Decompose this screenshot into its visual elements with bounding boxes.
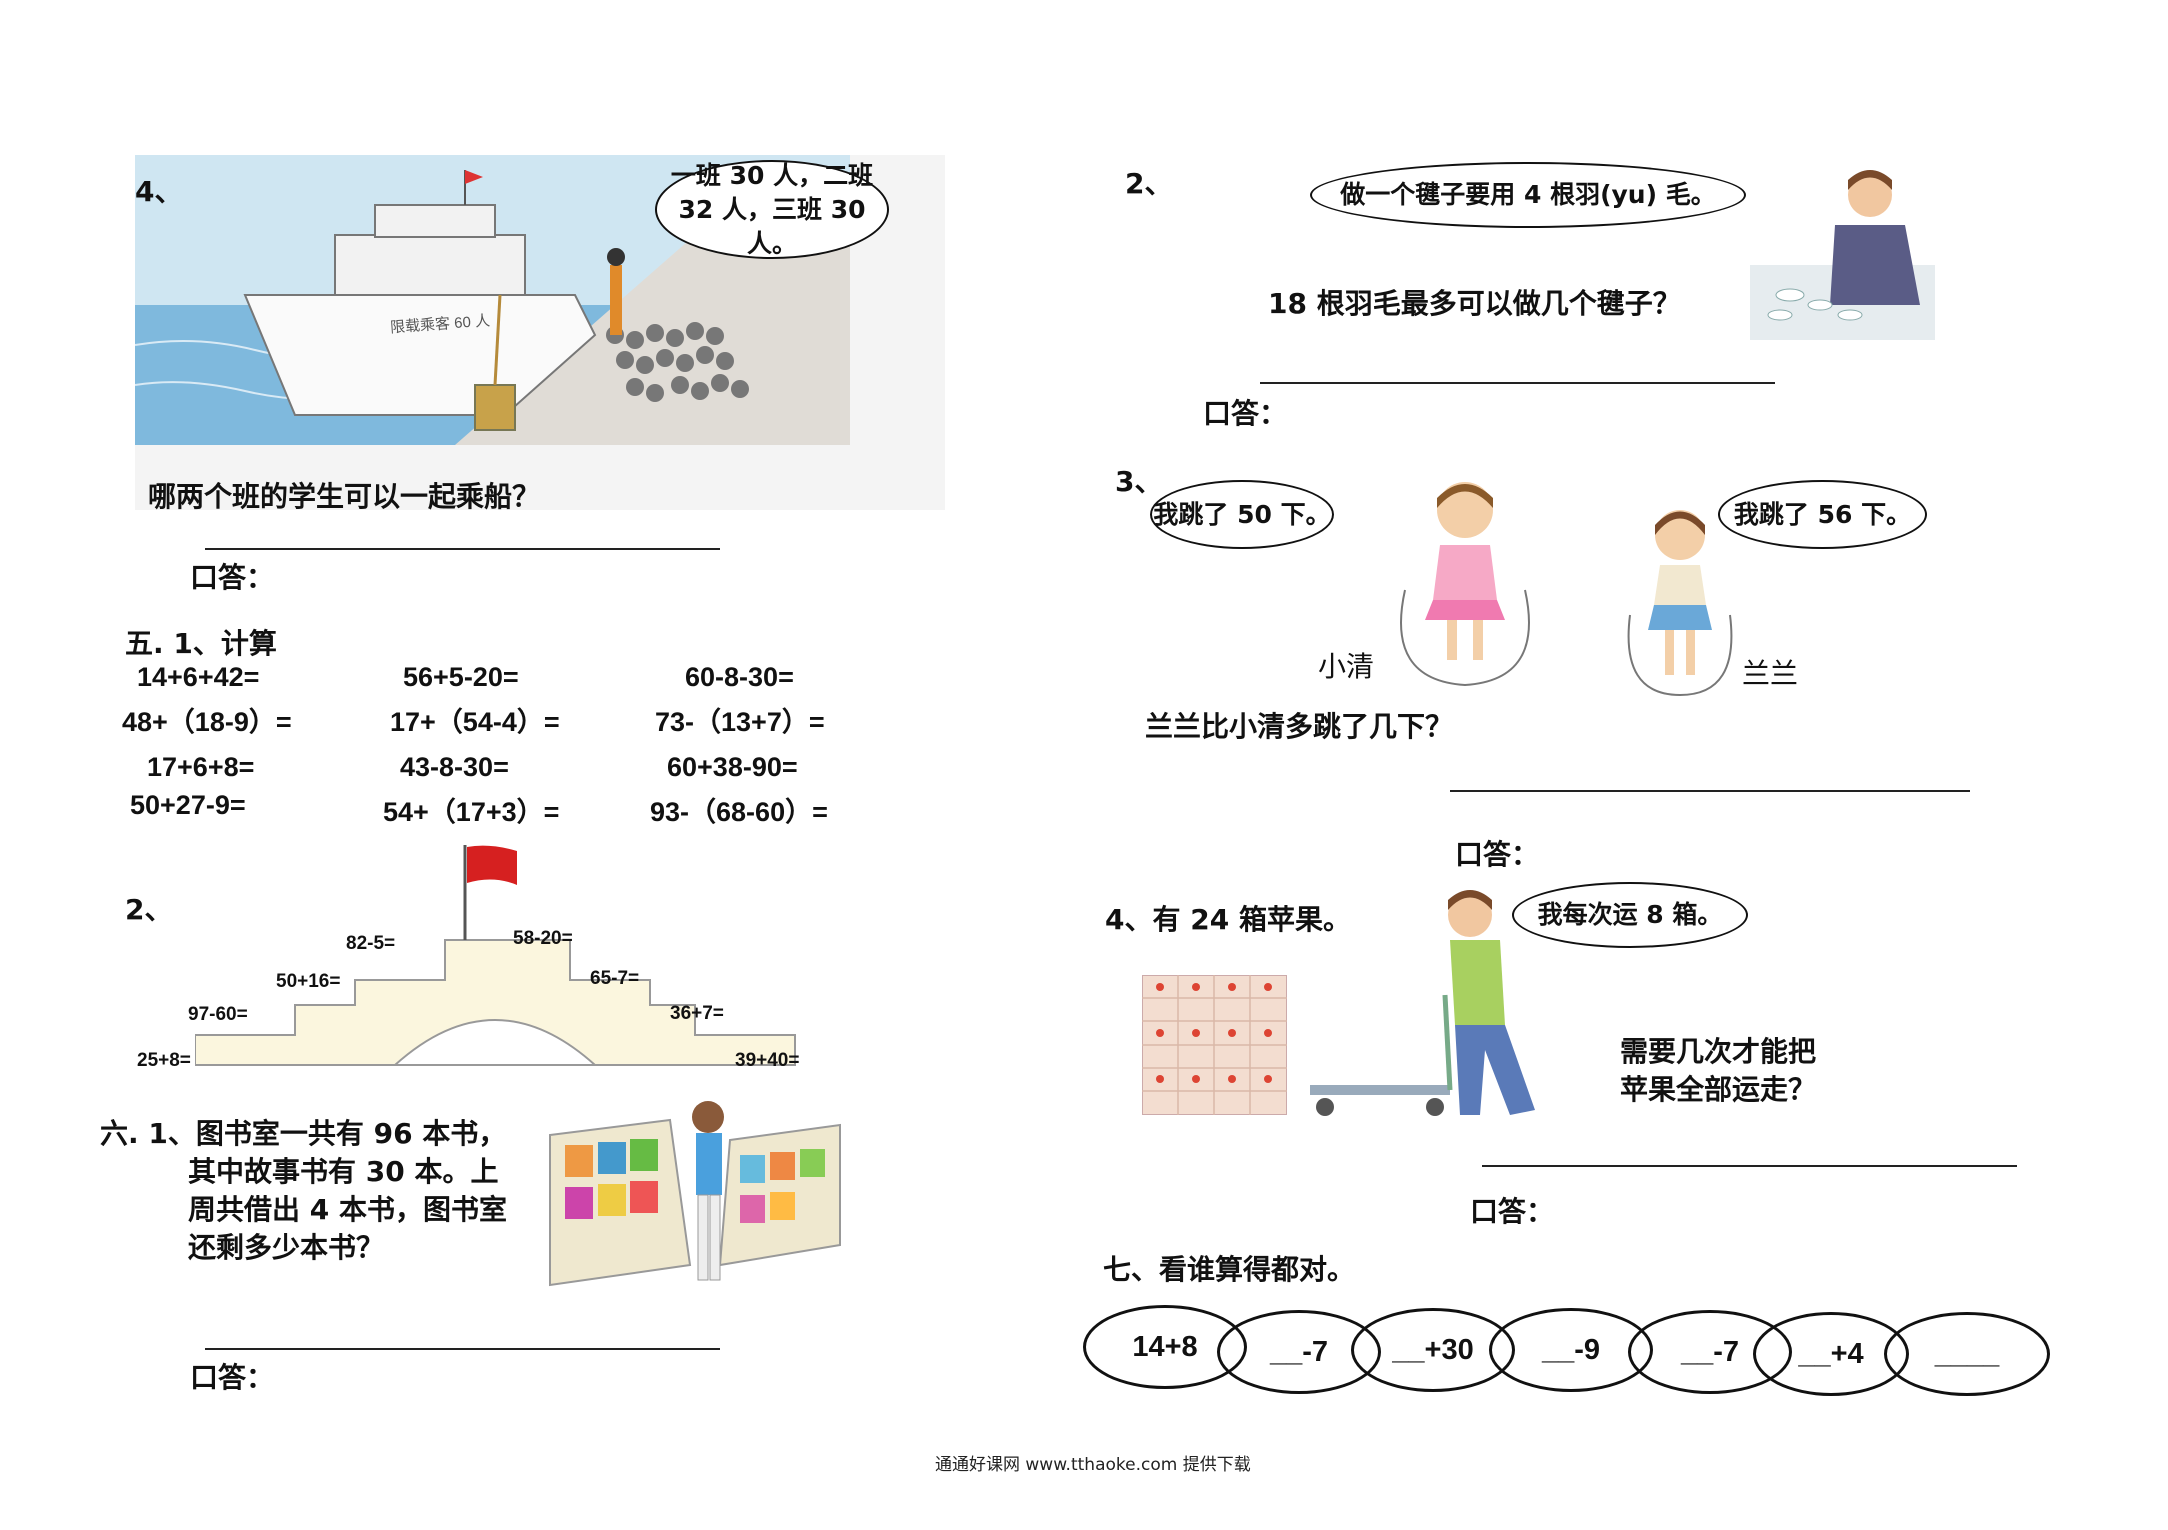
bridge-label: 25+8= <box>137 1050 191 1071</box>
name-label: 兰兰 <box>1742 657 1799 690</box>
answer-line <box>1450 790 1970 792</box>
bridge-label: 39+40= <box>735 1050 800 1071</box>
section-title: 五. 1、计算 <box>125 627 277 660</box>
bubble-line: 一班 30 人，二班 <box>670 160 874 190</box>
problem-line: 其中故事书有 30 本。上 <box>188 1155 499 1188</box>
answer-label: 口答： <box>190 561 275 594</box>
chain-ellipse[interactable]: __-7 <box>1628 1310 1792 1394</box>
bridge-label: 50+16= <box>276 971 341 992</box>
answer-label: 口答： <box>1455 838 1540 871</box>
bubble-line: 32 人，三班 30 人。 <box>678 194 866 258</box>
answer-line <box>205 548 720 550</box>
speech-bubble: 我每次运 8 箱。 <box>1512 882 1748 948</box>
bridge-illustration <box>194 845 835 1075</box>
answer-label: 口答： <box>190 1361 275 1394</box>
name-label: 小清 <box>1318 650 1375 683</box>
calc-item: 60+38-90= <box>667 752 798 782</box>
calc-item: 48+（18-9）= <box>122 707 292 737</box>
problem-line: 周共借出 4 本书，图书室 <box>188 1193 507 1226</box>
bridge-label: 36+7= <box>670 1003 724 1024</box>
bridge-label: 58-20= <box>513 928 573 949</box>
calc-item: 60-8-30= <box>685 662 794 692</box>
question-text: 需要几次才能把 <box>1620 1035 1817 1068</box>
speech-bubble: 我跳了 50 下。 <box>1150 480 1334 549</box>
answer-line <box>1260 382 1775 384</box>
problem-line: 还剩多少本书？ <box>188 1231 385 1264</box>
calc-item: 14+6+42= <box>137 662 260 692</box>
chain-ellipse[interactable]: __-9 <box>1489 1308 1653 1392</box>
girl-jumping-rope-illustration <box>1385 470 1545 690</box>
question-text: 苹果全部运走？ <box>1620 1073 1817 1106</box>
calc-item: 43-8-30= <box>400 752 509 782</box>
section-title: 七、看谁算得都对。 <box>1103 1253 1356 1286</box>
footer-text: 通通好课网 www.tthaoke.com 提供下载 <box>935 1455 1251 1475</box>
question-number: 3、 <box>1115 465 1163 498</box>
answer-label: 口答： <box>1470 1195 1555 1228</box>
answer-line <box>205 1348 720 1350</box>
chain-ellipse[interactable]: __-7 <box>1217 1310 1381 1394</box>
question-number: 2、 <box>125 893 173 926</box>
answer-line <box>1482 1165 2017 1167</box>
calc-item: 50+27-9= <box>130 790 246 820</box>
girl-making-shuttlecock-illustration <box>1750 165 1935 340</box>
library-illustration <box>540 1095 845 1290</box>
problem-line: 六. 1、图书室一共有 96 本书， <box>100 1117 507 1150</box>
bridge-label: 82-5= <box>346 933 396 954</box>
calc-item: 93-（68-60）= <box>650 797 828 827</box>
question-number: 2、 <box>1125 167 1173 200</box>
problem-title: 4、有 24 箱苹果。 <box>1105 903 1351 936</box>
speech-bubble: 做一个毽子要用 4 根羽(yu) 毛。 <box>1310 162 1746 228</box>
calc-item: 17+6+8= <box>147 752 255 782</box>
apple-boxes-illustration <box>1141 974 1288 1116</box>
calc-item: 17+（54-4）= <box>390 707 560 737</box>
girl-jumping-rope-illustration <box>1620 500 1740 700</box>
question-text: 兰兰比小清多跳了几下？ <box>1145 710 1454 743</box>
chain-ellipse[interactable]: ____ <box>1884 1312 2050 1396</box>
speech-bubble: 我跳了 56 下。 <box>1718 480 1927 549</box>
question-text: 18 根羽毛最多可以做几个毽子？ <box>1268 287 1681 320</box>
calc-item: 54+（17+3）= <box>383 797 560 827</box>
calc-item: 56+5-20= <box>403 662 519 692</box>
question-number: 4、 <box>135 175 183 208</box>
speech-bubble: 一班 30 人，二班 32 人，三班 30 人。 <box>655 160 889 259</box>
calc-item: 73-（13+7）= <box>655 707 825 737</box>
answer-label: 口答： <box>1203 397 1288 430</box>
bridge-label: 97-60= <box>188 1004 248 1025</box>
worker-with-cart-illustration <box>1310 885 1590 1125</box>
question-text: 哪两个班的学生可以一起乘船？ <box>148 480 541 513</box>
bridge-label: 65-7= <box>590 968 640 989</box>
